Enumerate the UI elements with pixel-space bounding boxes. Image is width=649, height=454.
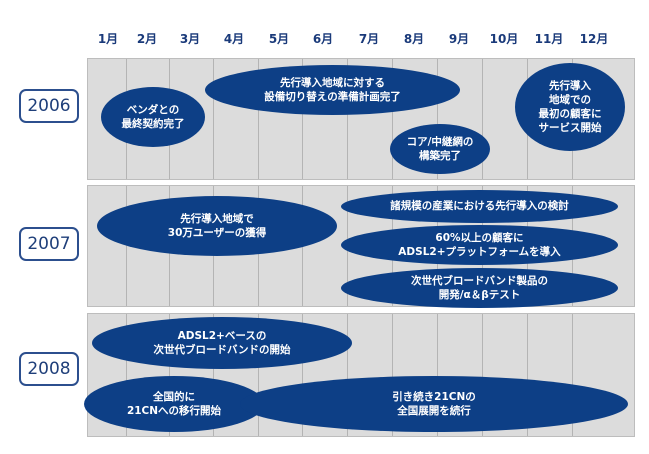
month-label: 11月 [534,32,564,46]
month-label: 8月 [403,32,425,46]
month-label: 2月 [136,32,158,46]
month-label: 4月 [223,32,245,46]
month-label: 3月 [179,32,201,46]
month-label: 5月 [268,32,290,46]
event-adsl2-deploy: 60%以上の顧客に ADSL2+プラットフォームを導入 [341,225,618,265]
year-label-2008: 2008 [19,352,79,386]
year-label-2006: 2006 [19,89,79,123]
year-label-2007: 2007 [19,227,79,261]
event-next-gen-dev: 次世代ブロードバンド製品の 開発/α＆βテスト [341,268,618,308]
event-adsl2-launch: ADSL2+ベースの 次世代ブロードバンドの開始 [92,317,352,369]
event-first-service: 先行導入 地域での 最初の顧客に サービス開始 [515,63,625,151]
month-label: 1月 [97,32,119,46]
month-label: 12月 [579,32,609,46]
event-vendor-contract: ベンダとの 最終契約完了 [101,87,205,147]
event-21cn-rollout: 引き続き21CNの 全国展開を続行 [240,376,628,432]
event-industry-study: 諸規模の産業における先行導入の検討 [341,190,618,223]
event-300k-users: 先行導入地域で 30万ユーザーの獲得 [97,196,337,256]
month-label: 10月 [489,32,519,46]
event-prep-plan: 先行導入地域に対する 設備切り替えの準備計画完了 [205,65,460,115]
event-21cn-migration: 全国的に 21CNへの移行開始 [84,376,264,432]
month-label: 6月 [312,32,334,46]
event-core-network: コア/中継網の 構築完了 [390,124,490,174]
month-label: 7月 [358,32,380,46]
month-label: 9月 [448,32,470,46]
